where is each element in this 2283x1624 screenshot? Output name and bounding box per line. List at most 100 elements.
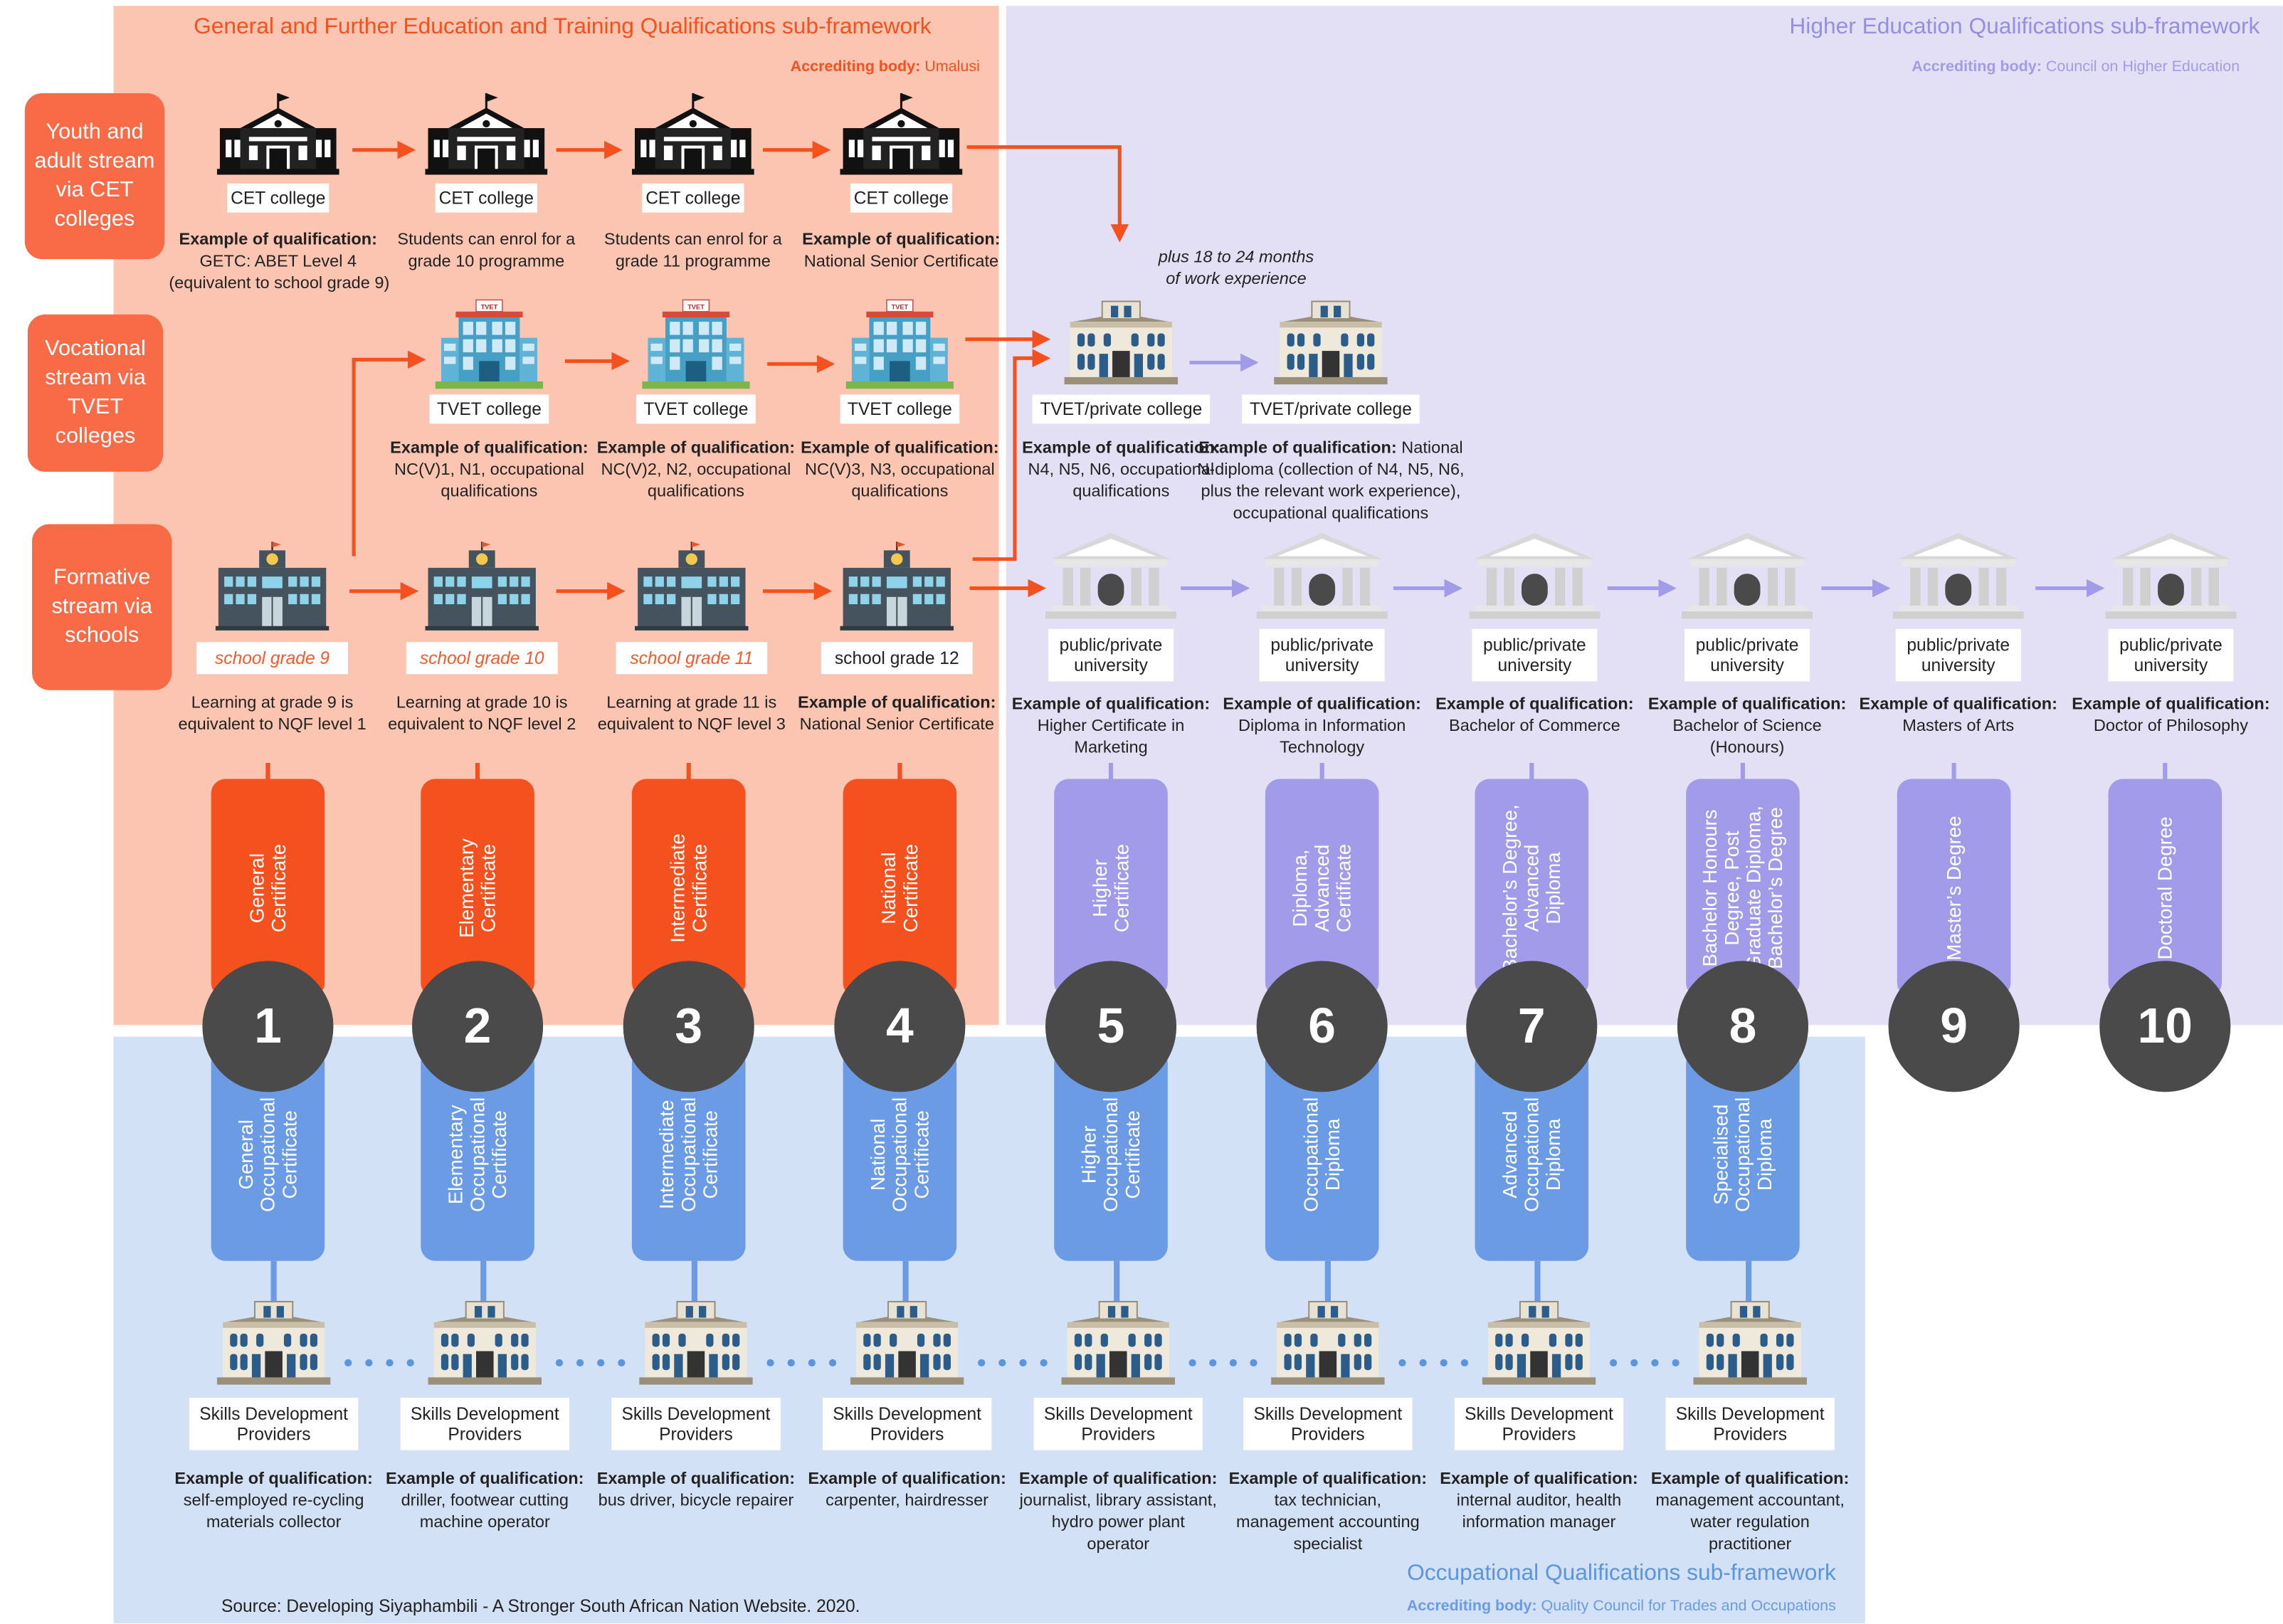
tvet-college-label: TVET college — [636, 394, 756, 424]
dotted-link-dot — [1609, 1359, 1618, 1367]
qualification-heading: Example of qualification: — [1644, 1469, 1857, 1491]
university-building-icon — [1256, 530, 1388, 628]
pill-line: Certificate — [268, 843, 290, 933]
cet-college-label: CET college — [227, 183, 329, 213]
stream-formative: Formative stream via schools — [32, 524, 172, 690]
pill-line: Certificate — [900, 843, 922, 933]
qualification-line: Technology — [1280, 739, 1365, 757]
school-building-flag-icon — [216, 90, 339, 182]
dotted-link-dot — [998, 1359, 1006, 1367]
qualification-example: Example of qualification:NC(V)3, N3, occ… — [793, 438, 1006, 504]
pill-line: Occupational — [1100, 1097, 1122, 1213]
dotted-link-dot — [555, 1359, 563, 1367]
pill-line: Diploma — [1542, 1118, 1565, 1191]
qualification-line: equivalent to NQF level 2 — [388, 716, 576, 734]
qualification-line: journalist, library assistant, — [1019, 1492, 1217, 1510]
pill-line: Bachelor’s Degree — [1764, 807, 1787, 969]
qualification-example: Example of qualification:National Senior… — [792, 230, 1011, 273]
cet-college-label: CET college — [642, 183, 744, 213]
qualification-heading: Example of qualification: — [590, 438, 803, 460]
qualification-heading-label: Example of qualification: — [390, 439, 589, 458]
stream-vocational: Vocational stream via TVET colleges — [27, 314, 164, 472]
oq-title: Occupational Qualifications sub-framewor… — [1407, 1561, 1836, 1586]
qualification-line: specialist — [1293, 1536, 1363, 1554]
university-label: public/private university — [1048, 628, 1174, 682]
nqf-level-3-circle: 3 — [623, 961, 754, 1092]
dotted-link-dot — [1229, 1359, 1237, 1367]
arrow — [972, 349, 1051, 561]
source-note: Source: Developing Siyaphambili - A Stro… — [221, 1596, 860, 1616]
qualification-example: Example of qualification:self-employed r… — [167, 1469, 380, 1534]
qualification-line: qualifications — [1072, 483, 1170, 501]
dotted-link-dot — [386, 1359, 394, 1367]
oq-accrediting-body: Accrediting body: Quality Council for Tr… — [1406, 1597, 1836, 1615]
nqf-level-2-circle: 2 — [411, 961, 544, 1092]
pill-line: Certificate — [478, 843, 500, 933]
pill-line: Occupational — [1520, 1097, 1543, 1213]
qualification-heading: Example of qualification: — [1852, 695, 2065, 717]
qualification-heading-label: Example of qualification: — [386, 1470, 584, 1488]
dotted-link-dot — [1672, 1359, 1680, 1367]
skills-provider-building-icon — [850, 1296, 964, 1393]
qualification-line: occupational qualifications — [1233, 505, 1429, 523]
pill-line: Higher — [1077, 1125, 1100, 1184]
pill-line: Diploma — [1754, 1118, 1776, 1191]
university-building-icon — [1892, 530, 2024, 628]
pill-line: Advanced — [1311, 844, 1334, 932]
pill-line: Occupational — [889, 1097, 911, 1213]
pill-line: Degree, Post — [1721, 831, 1743, 946]
qualification-line: Learning at grade 10 is — [396, 694, 568, 712]
level-10-he-gfet-qualification-pill: Doctoral Degree — [2108, 779, 2223, 998]
dotted-link-dot — [1040, 1359, 1048, 1367]
nqf-level-8-circle: 8 — [1677, 961, 1809, 1092]
qualification-line: management accountant, — [1655, 1492, 1845, 1510]
qualification-example: Example of qualification:GETC: ABET Leve… — [169, 230, 389, 295]
dotted-link-dot — [766, 1359, 774, 1367]
qualification-heading-label: Example of qualification: — [1859, 695, 2057, 714]
nqf-level-5-circle: 5 — [1045, 961, 1177, 1092]
tvet-college-label: TVET/private college — [1032, 394, 1211, 424]
pill-line: National — [877, 852, 900, 924]
university-building-icon — [1045, 530, 1177, 628]
qualification-heading-label: Example of qualification: — [1019, 1470, 1218, 1488]
he-accrediting-body: Accrediting body: Council on Higher Educ… — [1912, 58, 2240, 76]
qualification-line: Learning at grade 9 is — [191, 694, 354, 712]
dotted-link-dot — [618, 1359, 626, 1367]
qualification-example: Example of qualification: journalist, lib… — [1012, 1469, 1225, 1556]
skills-provider-building-icon — [1482, 1296, 1596, 1393]
pill-line: Occupational — [1731, 1097, 1754, 1213]
nqf-level-7-circle: 7 — [1466, 961, 1598, 1092]
qualification-example: Example of qualification:Diploma in Info… — [1216, 695, 1428, 760]
qualification-heading-label: Example of qualification: — [1647, 695, 1847, 714]
qualification-example: Example of qualification:NC(V)1, N1, occ… — [383, 438, 596, 504]
qualification-line: qualifications — [851, 483, 949, 501]
qualification-heading: Example of qualification: — [2065, 695, 2277, 717]
he-subframework-panel — [1006, 6, 2283, 1025]
qualification-heading-label: Example of qualification: — [596, 1470, 796, 1488]
university-label: public/private university — [1684, 628, 1810, 682]
qualification-heading-label: Example of qualification: — [596, 439, 796, 458]
dotted-link-dot — [978, 1359, 986, 1367]
school-building-flag-icon — [840, 90, 963, 182]
qualification-heading-label: Example of qualification: — [808, 1470, 1006, 1488]
qualification-example: Example of qualification:bus driver, bic… — [590, 1469, 803, 1512]
nqf-level-9-circle: 9 — [1888, 961, 2020, 1092]
qualification-heading: Example of qualification: — [801, 1469, 1013, 1491]
qualification-line: equivalent to NQF level 3 — [597, 716, 786, 734]
qualification-line: internal auditor, health — [1456, 1492, 1622, 1510]
pill-line: Elementary — [445, 1104, 467, 1205]
university-building-icon — [2105, 530, 2237, 628]
pill-line: Doctoral Degree — [2153, 816, 2176, 960]
dotted-link-dot — [1188, 1359, 1196, 1367]
qualification-heading: Example of qualification: — [379, 1469, 591, 1491]
